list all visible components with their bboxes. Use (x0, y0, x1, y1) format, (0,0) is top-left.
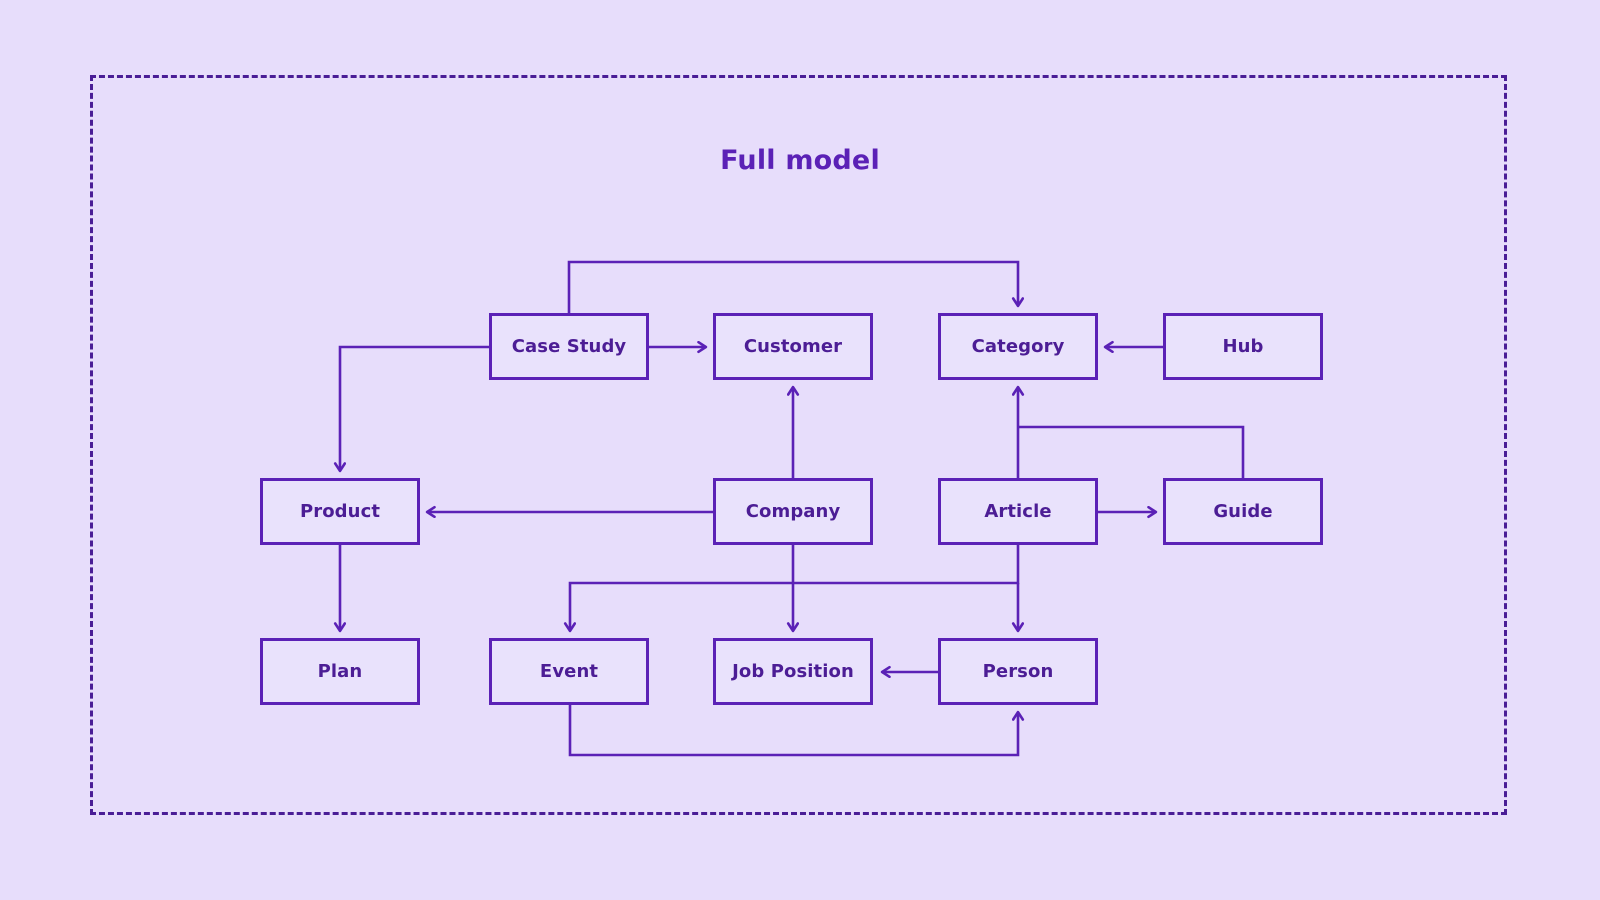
node-plan[interactable]: Plan (260, 638, 420, 705)
node-label: Company (745, 501, 841, 522)
node-label: Job Position (732, 661, 854, 682)
node-label: Product (299, 501, 381, 522)
node-label: Customer (743, 336, 843, 357)
node-label: Article (984, 501, 1052, 522)
node-company[interactable]: Company (713, 478, 873, 545)
node-label: Hub (1222, 336, 1264, 357)
node-label: Case Study (511, 336, 627, 357)
node-event[interactable]: Event (489, 638, 649, 705)
node-job-position[interactable]: Job Position (713, 638, 873, 705)
node-label: Person (982, 661, 1054, 682)
node-case-study[interactable]: Case Study (489, 313, 649, 380)
node-article[interactable]: Article (938, 478, 1098, 545)
node-guide[interactable]: Guide (1163, 478, 1323, 545)
node-category[interactable]: Category (938, 313, 1098, 380)
node-label: Plan (317, 661, 363, 682)
diagram-title: Full model (720, 145, 880, 176)
node-customer[interactable]: Customer (713, 313, 873, 380)
diagram-dashed-frame (90, 75, 1507, 815)
node-person[interactable]: Person (938, 638, 1098, 705)
node-product[interactable]: Product (260, 478, 420, 545)
node-label: Category (971, 336, 1065, 357)
node-label: Guide (1213, 501, 1273, 522)
node-hub[interactable]: Hub (1163, 313, 1323, 380)
node-label: Event (539, 661, 599, 682)
